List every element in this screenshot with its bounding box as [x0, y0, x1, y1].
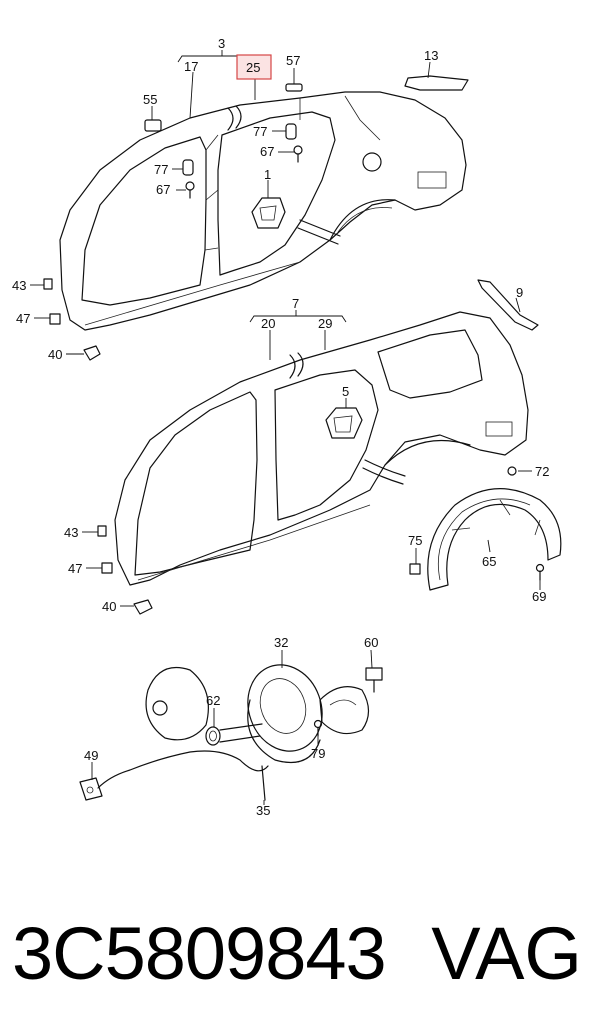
strip-9 [477, 279, 539, 331]
callout-47-upper: 47 [16, 311, 30, 326]
callout-72: 72 [535, 464, 549, 479]
callout-60: 60 [364, 635, 378, 650]
callout-47-middle: 47 [68, 561, 82, 576]
callout-77-upper: 77 [253, 124, 267, 139]
callout-79: 79 [311, 746, 325, 761]
callout-65: 65 [482, 554, 496, 569]
parts-diagram: 3 17 25 57 13 55 77 67 77 67 1 43 47 40 … [12, 36, 562, 818]
callout-55: 55 [143, 92, 157, 107]
callout-75: 75 [408, 533, 422, 548]
callout-49: 49 [84, 748, 98, 763]
part-number: 3C5809843 [12, 912, 387, 995]
small-parts-upper [43, 75, 469, 361]
callout-35: 35 [256, 803, 270, 818]
callout-25: 25 [246, 60, 260, 75]
callout-32: 32 [274, 635, 288, 650]
callout-69: 69 [532, 589, 546, 604]
leader-lines [30, 50, 541, 805]
callout-13: 13 [424, 48, 438, 63]
callout-9: 9 [516, 285, 523, 300]
callout-labels: 3 17 25 57 13 55 77 67 77 67 1 43 47 40 … [12, 36, 549, 818]
callout-43-middle: 43 [64, 525, 78, 540]
side-panel-upper [59, 91, 467, 331]
callout-40-upper: 40 [48, 347, 62, 362]
callout-29: 29 [318, 316, 332, 331]
callout-77-lower: 77 [154, 162, 168, 177]
callout-62: 62 [206, 693, 220, 708]
callout-67-lower: 67 [156, 182, 170, 197]
callout-67-upper: 67 [260, 144, 274, 159]
footer: 3C5809843 VAG [0, 906, 600, 1016]
callout-20: 20 [261, 316, 275, 331]
fuel-filler-assembly [79, 664, 383, 801]
side-panel-middle [114, 311, 529, 586]
callout-5: 5 [342, 384, 349, 399]
callout-57: 57 [286, 53, 300, 68]
small-parts-middle [97, 466, 545, 615]
callout-17: 17 [184, 59, 198, 74]
callout-1: 1 [264, 167, 271, 182]
callout-43-upper: 43 [12, 278, 26, 293]
callout-40-middle: 40 [102, 599, 116, 614]
callout-7: 7 [292, 296, 299, 311]
brand-name: VAG [431, 912, 582, 995]
highlight-box-25 [236, 54, 272, 80]
wheel-arch-liner [427, 488, 562, 591]
callout-3: 3 [218, 36, 225, 51]
